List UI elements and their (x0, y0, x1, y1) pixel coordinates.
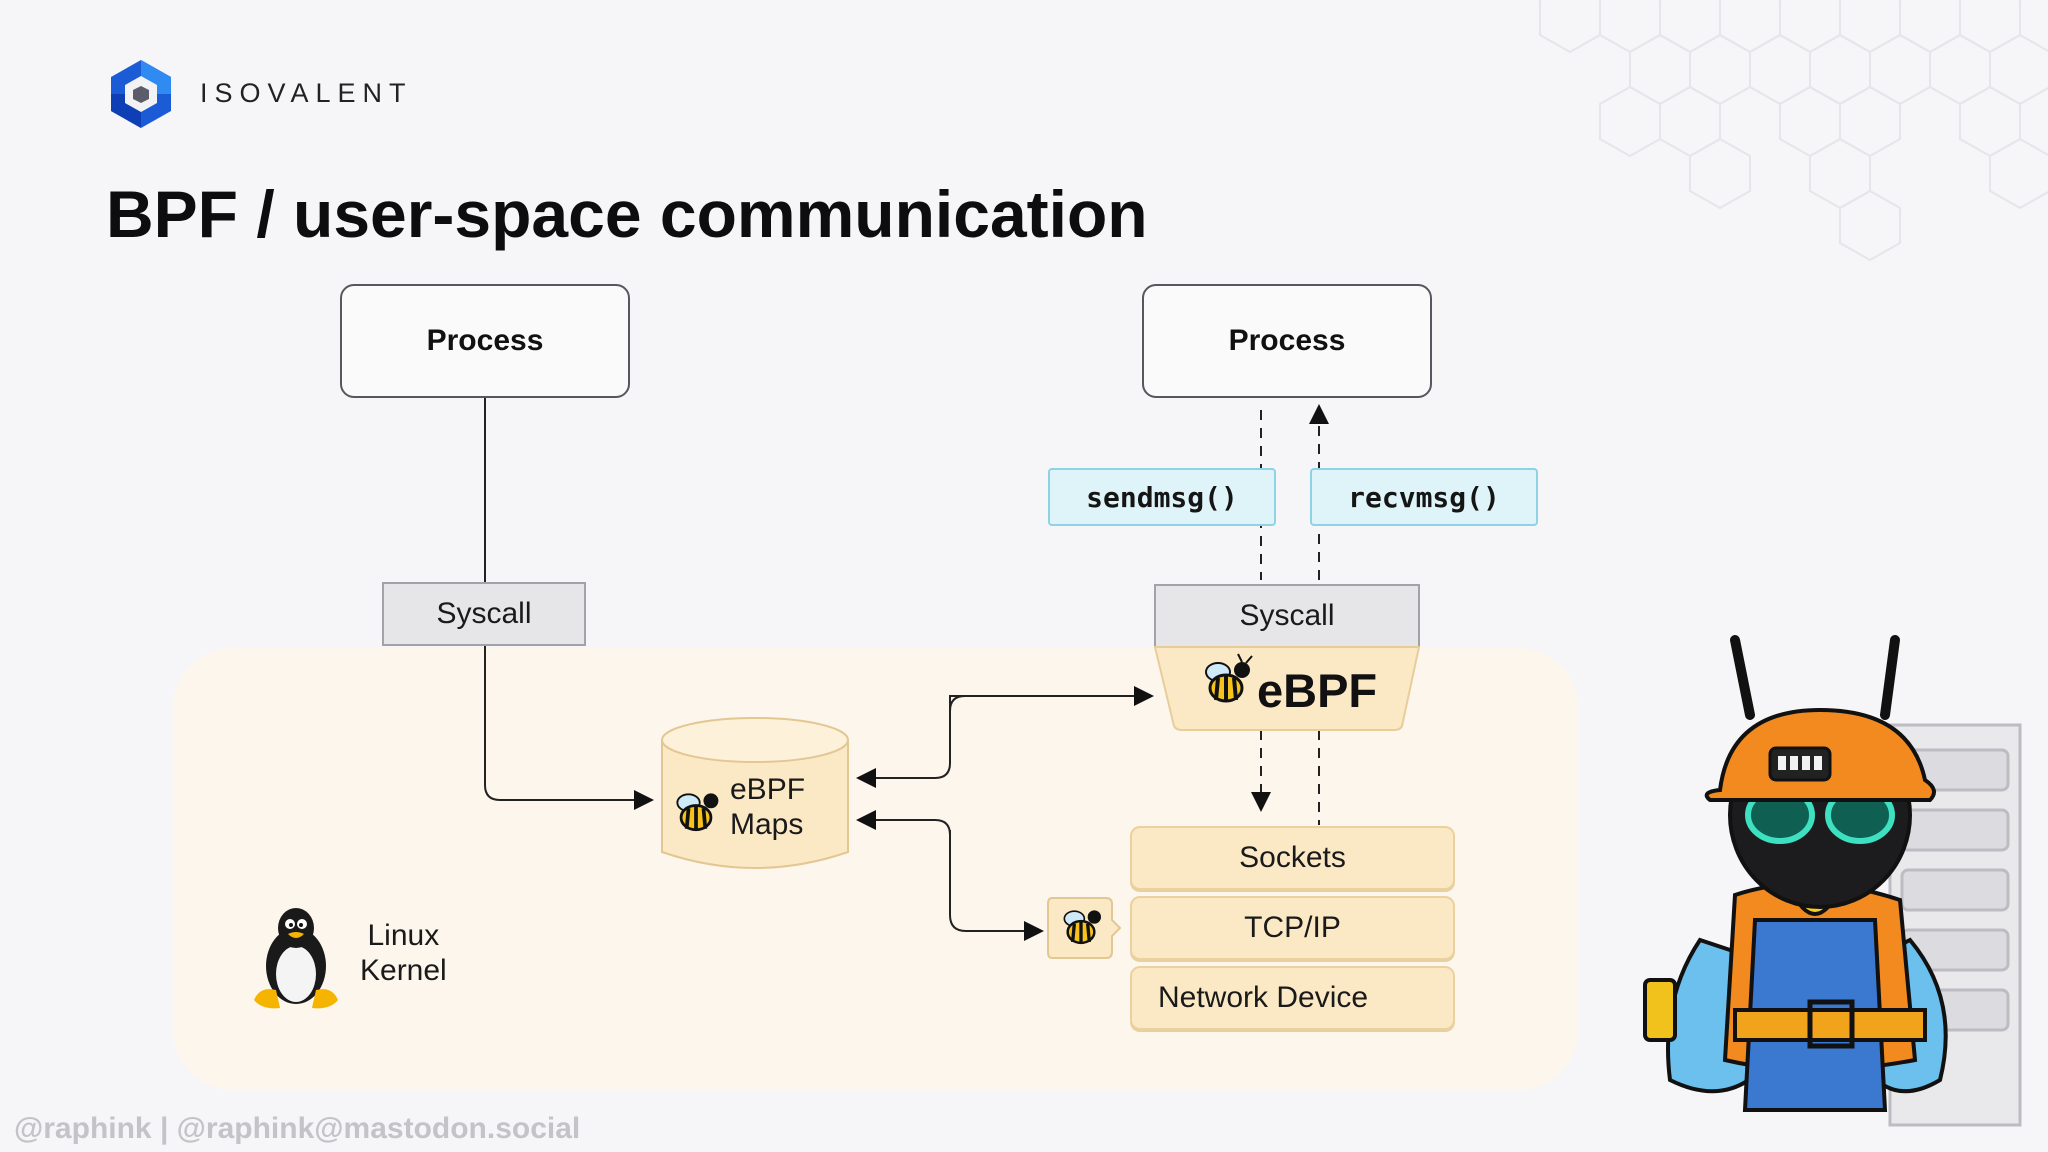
tcpip-layer: TCP/IP (1130, 896, 1455, 960)
network-device-layer: Network Device (1130, 966, 1455, 1030)
bee-icon (676, 793, 719, 832)
sendmsg-label: sendmsg() (1048, 468, 1276, 526)
slide-title: BPF / user-space communication (106, 177, 1148, 251)
bee-icon (1205, 653, 1253, 703)
hexagon-pattern-decoration (1539, 0, 2048, 262)
ebpf-maps-label: eBPF Maps (730, 773, 805, 842)
sockets-layer: Sockets (1130, 826, 1455, 890)
linux-kernel-label: Linux Kernel (360, 918, 447, 989)
brand-name: ISOVALENT (200, 78, 413, 108)
left-process-box: Process (340, 284, 630, 398)
tux-penguin-icon (254, 908, 338, 1009)
ebpf-maps-cylinder (661, 717, 849, 869)
kernel-label-line1: Linux (367, 919, 440, 952)
maps-label-line1: eBPF (730, 773, 806, 806)
ebpf-label: eBPF (1257, 664, 1378, 717)
bee-icon (1063, 910, 1101, 945)
maps-label-line2: Maps (730, 807, 804, 841)
right-process-box: Process (1142, 284, 1432, 398)
isovalent-hexagon-logo (111, 60, 171, 128)
kernel-label-line2: Kernel (360, 954, 447, 988)
recvmsg-label: recvmsg() (1310, 468, 1538, 526)
social-handles-footer: @raphink | @raphink@mastodon.social (14, 1112, 581, 1145)
cilium-mascot-illustration (1643, 635, 2022, 1127)
right-syscall-box: Syscall (1154, 584, 1420, 648)
left-syscall-box: Syscall (382, 582, 586, 646)
